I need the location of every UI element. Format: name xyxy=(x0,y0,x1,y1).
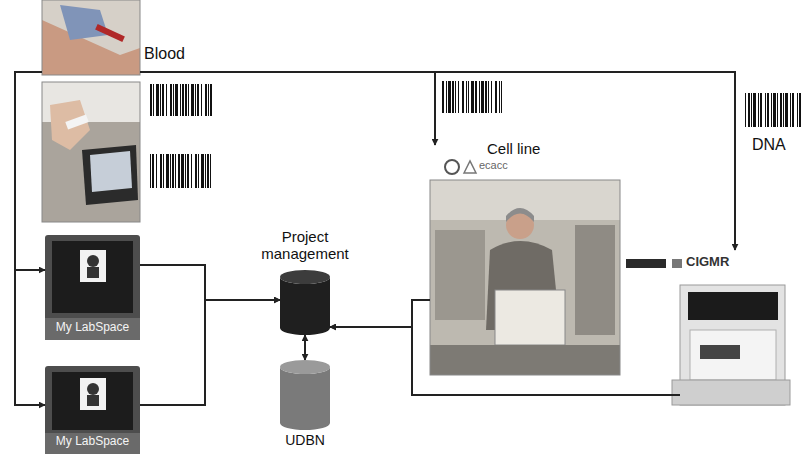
flow-connector xyxy=(140,72,735,250)
app-icon xyxy=(80,378,106,410)
cell-line-logos xyxy=(445,160,476,174)
cylinder-outline xyxy=(280,270,330,335)
institute-logo xyxy=(445,160,459,174)
node-heading: Project management xyxy=(245,228,365,263)
photo-frame xyxy=(42,82,140,222)
cylinder-body xyxy=(280,277,330,335)
computer-monitor xyxy=(45,366,140,454)
photo-ground xyxy=(430,180,620,375)
monitor-bezel xyxy=(45,235,140,340)
barcode xyxy=(150,154,212,188)
flow-connector xyxy=(140,72,435,145)
cigmr-logo xyxy=(672,259,682,268)
lab-shelf xyxy=(435,230,485,320)
barcode xyxy=(150,84,212,116)
node-heading: UDBN xyxy=(250,432,360,448)
lab-cabinet xyxy=(575,225,615,335)
app-icon xyxy=(80,250,106,282)
app-icon-figure xyxy=(87,383,99,395)
robot-node: CIGMR xyxy=(668,250,790,408)
robot-panel xyxy=(688,292,778,320)
app-icon-figure xyxy=(87,395,99,406)
screen-label: My LabSpace xyxy=(56,435,129,449)
flow-connector xyxy=(140,265,280,300)
blood-tube xyxy=(95,24,125,42)
app-icon-figure xyxy=(87,267,99,278)
flow-connector xyxy=(330,327,680,395)
flow-connector xyxy=(15,72,45,270)
logo-text: ecacc xyxy=(479,160,508,171)
monitor-bezel xyxy=(45,366,140,454)
cell-line-photo xyxy=(430,180,620,375)
node-heading: Blood xyxy=(144,45,185,63)
cylinder-body xyxy=(280,367,330,430)
hand xyxy=(50,100,90,150)
flow-connector xyxy=(140,300,280,405)
photo-ground xyxy=(42,0,140,75)
robot-window xyxy=(690,330,776,380)
photo-ground xyxy=(42,82,140,222)
barcode xyxy=(745,93,803,127)
university-logo xyxy=(626,259,666,268)
cylinder-top xyxy=(280,270,330,284)
dna-robot xyxy=(672,285,790,405)
scanning-photo xyxy=(42,82,140,222)
glove xyxy=(60,5,108,40)
laptop-screen xyxy=(90,151,132,192)
database-cylinder: Project management xyxy=(280,270,330,335)
monitor-screen xyxy=(52,241,133,313)
edge-label: DNA xyxy=(750,136,788,154)
cylinder-top xyxy=(280,360,330,374)
barcode xyxy=(442,81,502,113)
node-heading: Cell line xyxy=(487,140,540,157)
flow-connector xyxy=(330,300,430,327)
photo-frame xyxy=(42,0,140,75)
cigmr-logos xyxy=(626,259,682,268)
robot-arm xyxy=(700,345,740,359)
cell-line-node: Cell line xyxy=(425,145,625,375)
blood-photo xyxy=(42,0,140,75)
box xyxy=(495,290,565,345)
label-bar xyxy=(45,318,140,340)
computer-node: My LabSpace xyxy=(45,235,140,340)
robot-base xyxy=(672,380,790,405)
flow-connector xyxy=(15,72,45,405)
computer-node: My LabSpace xyxy=(45,366,140,454)
database-cylinder: UDBN xyxy=(280,360,330,430)
cylinder-outline xyxy=(280,360,330,430)
label-bar xyxy=(45,433,140,454)
bench xyxy=(430,345,620,375)
sample-photo-node: Blood xyxy=(42,0,140,75)
sample-tube xyxy=(65,114,88,129)
node-heading: CIGMR xyxy=(686,255,729,270)
hair xyxy=(506,208,534,222)
flow-connector xyxy=(304,335,306,360)
app-icon-figure xyxy=(87,255,99,267)
monitor-screen xyxy=(52,372,133,430)
photo-frame xyxy=(430,180,620,375)
ecacc-logo xyxy=(464,161,476,173)
laptop xyxy=(82,145,138,205)
computer-monitor xyxy=(45,235,140,340)
screen-label: My LabSpace xyxy=(56,321,129,335)
